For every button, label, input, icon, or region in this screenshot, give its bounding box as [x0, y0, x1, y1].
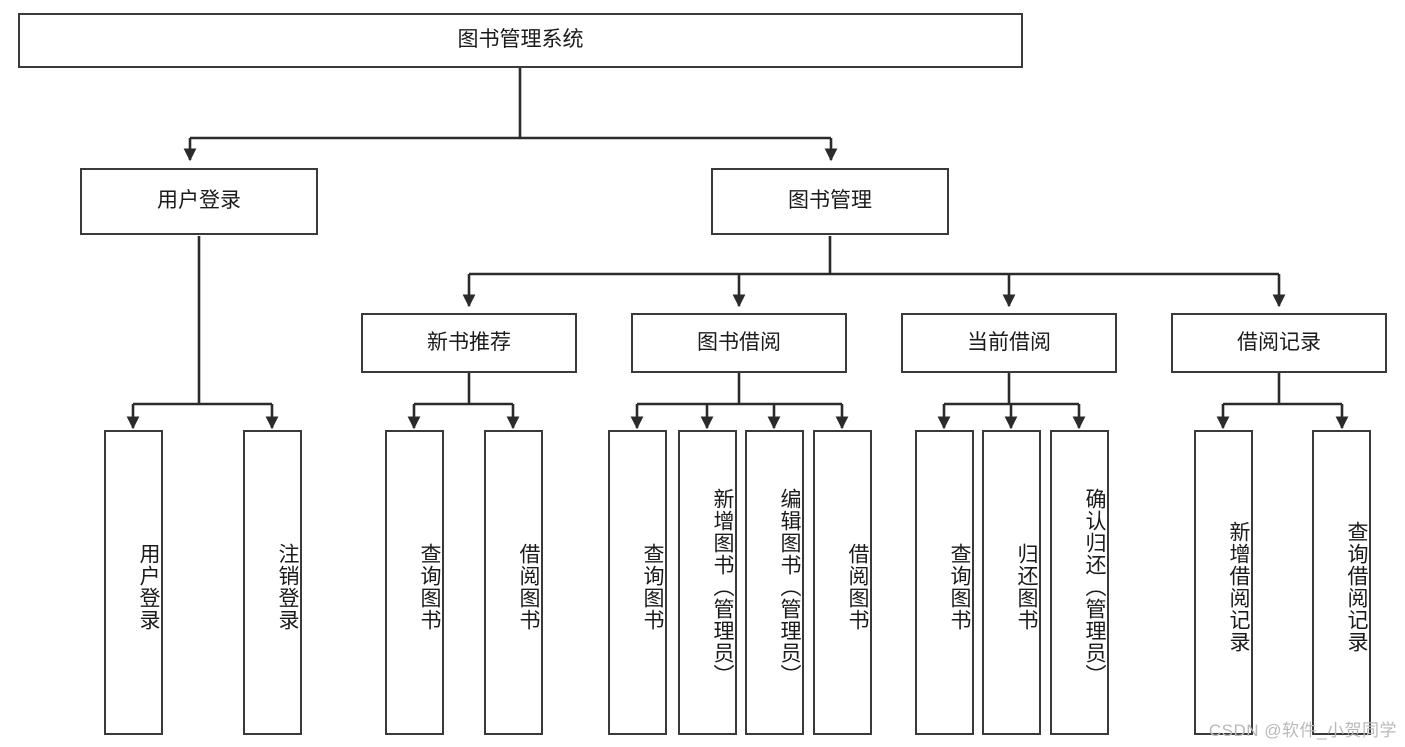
- leaf-query-book-2[interactable]: 查询图书: [608, 430, 667, 735]
- leaf-confirm-return[interactable]: 确认归还（管理员）: [1050, 430, 1109, 735]
- leaf-query-book-1[interactable]: 查询图书: [385, 430, 444, 735]
- leaf-add-book-label: 新增图书（管理员）: [711, 487, 734, 686]
- leaf-user-login-label: 用户登录: [137, 542, 160, 631]
- leaf-add-record-label: 新增借阅记录: [1227, 520, 1250, 653]
- node-new-book-recommend[interactable]: 新书推荐: [361, 313, 577, 373]
- node-current-borrow[interactable]: 当前借阅: [901, 313, 1117, 373]
- leaf-add-record[interactable]: 新增借阅记录: [1194, 430, 1253, 735]
- leaf-user-logout[interactable]: 注销登录: [243, 430, 302, 735]
- node-user-login-label: 用户登录: [157, 189, 241, 213]
- node-root[interactable]: 图书管理系统: [18, 13, 1023, 68]
- leaf-query-book-3[interactable]: 查询图书: [915, 430, 974, 735]
- node-current-borrow-label: 当前借阅: [967, 330, 1051, 354]
- node-user-login[interactable]: 用户登录: [80, 168, 318, 235]
- node-borrow-record[interactable]: 借阅记录: [1171, 313, 1387, 373]
- leaf-query-book-2-label: 查询图书: [641, 542, 664, 631]
- leaf-borrow-book-2-label: 借阅图书: [846, 542, 869, 631]
- node-book-management-label: 图书管理: [788, 189, 872, 213]
- leaf-query-record-label: 查询借阅记录: [1345, 520, 1368, 653]
- node-book-borrow[interactable]: 图书借阅: [631, 313, 847, 373]
- node-book-management[interactable]: 图书管理: [711, 168, 949, 235]
- leaf-edit-book[interactable]: 编辑图书（管理员）: [745, 430, 804, 735]
- leaf-borrow-book-1[interactable]: 借阅图书: [484, 430, 543, 735]
- node-borrow-record-label: 借阅记录: [1237, 330, 1321, 354]
- leaf-add-book[interactable]: 新增图书（管理员）: [678, 430, 737, 735]
- csdn-watermark: CSDN @软件_小贺同学: [1208, 721, 1397, 740]
- leaf-borrow-book-1-label: 借阅图书: [517, 542, 540, 631]
- leaf-user-login[interactable]: 用户登录: [104, 430, 163, 735]
- leaf-user-logout-label: 注销登录: [276, 542, 299, 631]
- leaf-return-book-label: 归还图书: [1015, 542, 1038, 631]
- node-book-borrow-label: 图书借阅: [697, 330, 781, 354]
- leaf-query-book-3-label: 查询图书: [948, 542, 971, 631]
- leaf-query-book-1-label: 查询图书: [418, 542, 441, 631]
- leaf-confirm-return-label: 确认归还（管理员）: [1083, 487, 1106, 686]
- leaf-edit-book-label: 编辑图书（管理员）: [778, 487, 801, 686]
- node-new-book-recommend-label: 新书推荐: [427, 330, 511, 354]
- leaf-borrow-book-2[interactable]: 借阅图书: [813, 430, 872, 735]
- leaf-query-record[interactable]: 查询借阅记录: [1312, 430, 1371, 735]
- node-root-label: 图书管理系统: [457, 28, 584, 52]
- leaf-return-book[interactable]: 归还图书: [982, 430, 1041, 735]
